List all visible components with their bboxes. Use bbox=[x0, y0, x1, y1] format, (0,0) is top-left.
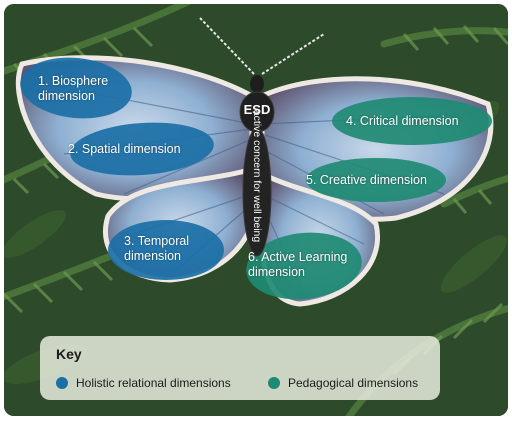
legend-key: Key Holistic relational dimensions Pedag… bbox=[40, 336, 440, 400]
esd-subtitle: active concern for well being bbox=[251, 109, 263, 243]
dimension-5-label: 5. Creative dimension bbox=[306, 173, 427, 188]
dimension-4-label-line: 4. Critical dimension bbox=[346, 114, 459, 128]
key-label-pedagogical: Pedagogical dimensions bbox=[288, 376, 419, 390]
dimension-1-label-line: 1. Biosphere bbox=[38, 74, 109, 88]
key-label-holistic: Holistic relational dimensions bbox=[76, 376, 231, 390]
dimension-2-ellipse bbox=[70, 122, 214, 176]
dimension-6-label-line: 6. Active Learning bbox=[248, 250, 348, 264]
dimension-2-label-line: 2. Spatial dimension bbox=[68, 142, 181, 156]
antennae bbox=[199, 17, 325, 75]
dimension-2-label: 2. Spatial dimension bbox=[68, 142, 181, 157]
key-title: Key bbox=[56, 346, 82, 362]
dimension-4-ellipse bbox=[332, 97, 492, 145]
dimension-3-label-line: 3. Temporal bbox=[124, 234, 190, 248]
butterfly-illustration bbox=[4, 4, 508, 416]
dimension-5-label-line: 5. Creative dimension bbox=[306, 173, 427, 187]
dimension-3-ellipse bbox=[108, 220, 224, 280]
pedagogical-dot-icon bbox=[268, 377, 280, 389]
dimension-1-ellipse bbox=[20, 57, 132, 119]
dimension-5-ellipse bbox=[306, 158, 446, 202]
dimension-6-label-line: dimension bbox=[248, 265, 305, 279]
key-item-pedagogical: Pedagogical dimensions bbox=[268, 376, 418, 390]
dimension-4-label: 4. Critical dimension bbox=[346, 114, 459, 129]
key-item-holistic: Holistic relational dimensions bbox=[56, 376, 231, 390]
dimension-3-label-line: dimension bbox=[124, 249, 181, 263]
dimension-6-ellipse bbox=[246, 232, 362, 300]
esd-title: ESD bbox=[243, 102, 271, 117]
dimension-ellipses bbox=[20, 57, 492, 300]
butterfly-body bbox=[239, 75, 275, 257]
holistic-dot-icon bbox=[56, 377, 68, 389]
dimension-1-label-line: dimension bbox=[38, 89, 95, 103]
